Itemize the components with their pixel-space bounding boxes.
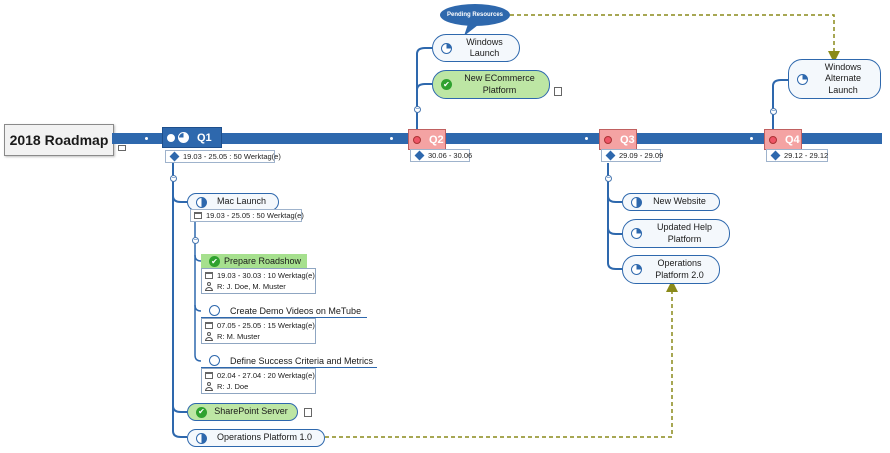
timeline-bar — [112, 133, 882, 144]
mac-launch-date: 19.03 - 25.05 : 50 Werktag(e) — [190, 209, 304, 222]
topic-new-ecommerce-platform[interactable]: ✔ New ECommerce Platform — [432, 70, 550, 99]
progress-icon — [209, 355, 220, 366]
topic-new-website[interactable]: New Website — [622, 193, 720, 211]
topic-operations-platform-2[interactable]: Operations Platform 2.0 — [622, 255, 720, 284]
milestone-diamond-icon — [605, 150, 616, 161]
calendar-icon — [205, 272, 213, 279]
task-details: 19.03 - 30.03 : 10 Werktag(e) R: J. Doe,… — [201, 268, 316, 294]
q2-date: 30.06 - 30.06 — [410, 149, 472, 162]
milestone-diamond-icon — [770, 150, 781, 161]
milestone-icon — [167, 133, 175, 142]
checkmark-icon: ✔ — [196, 406, 207, 418]
quarter-q1[interactable]: Q1 — [162, 127, 222, 148]
calendar-icon — [205, 322, 213, 329]
resource-icon — [205, 282, 213, 291]
milestone-diamond-icon — [169, 151, 180, 162]
timeline-dot — [145, 137, 148, 140]
q1-branch-ops1 — [172, 406, 187, 438]
task-create-demo-videos[interactable]: Create Demo Videos on MeTube — [201, 304, 367, 318]
progress-icon — [631, 228, 642, 239]
q2-branch-windows — [416, 47, 432, 133]
topic-updated-help-platform[interactable]: Updated Help Platform — [622, 219, 730, 248]
q1-branch-sharepoint — [172, 196, 187, 413]
progress-icon — [631, 264, 642, 275]
q1-branch-mac — [172, 163, 187, 203]
task-prepare-roadshow[interactable]: ✔ Prepare Roadshow — [201, 254, 307, 268]
topic-windows-launch[interactable]: Windows Launch — [432, 34, 520, 62]
quarter-q4[interactable]: Q4 — [764, 129, 802, 150]
collapse-toggle[interactable]: − — [605, 175, 612, 182]
progress-icon — [631, 196, 642, 208]
topic-sharepoint-server[interactable]: ✔ SharePoint Server — [187, 403, 298, 421]
task-define-success-criteria[interactable]: Define Success Criteria and Metrics — [201, 354, 377, 368]
milestone-icon — [413, 135, 421, 144]
progress-icon — [196, 196, 207, 208]
quarter-q2[interactable]: Q2 — [408, 129, 446, 150]
relation-pending-to-alternate — [510, 14, 840, 63]
task-details: 02.04 - 27.04 : 20 Werktag(e) R: J. Doe — [201, 368, 316, 394]
q2-branch-ecommerce — [416, 83, 432, 110]
resource-icon — [205, 382, 213, 391]
collapse-toggle[interactable]: − — [414, 106, 421, 113]
resource-icon — [205, 332, 213, 341]
central-topic[interactable]: 2018 Roadmap — [4, 124, 114, 156]
relation-ops1-to-ops2 — [325, 280, 678, 438]
progress-icon — [209, 305, 220, 316]
topic-operations-platform-1[interactable]: Operations Platform 1.0 — [187, 429, 325, 447]
calendar-icon — [194, 212, 202, 219]
milestone-icon — [769, 135, 777, 144]
q4-date: 29.12 - 29.12 — [766, 149, 828, 162]
collapse-toggle[interactable]: − — [770, 108, 777, 115]
progress-icon — [441, 42, 452, 54]
map-icon — [118, 145, 126, 151]
collapse-toggle[interactable]: − — [170, 175, 177, 182]
milestone-icon — [604, 135, 612, 144]
timeline-dot — [390, 137, 393, 140]
note-icon — [304, 408, 312, 417]
progress-icon — [178, 132, 189, 143]
checkmark-icon: ✔ — [209, 255, 220, 267]
q3-branch-ops2 — [607, 228, 622, 270]
quarter-q3[interactable]: Q3 — [599, 129, 637, 150]
collapse-toggle[interactable]: − — [192, 237, 199, 244]
calendar-icon — [205, 372, 213, 379]
q3-branch-website — [607, 163, 622, 203]
pending-resources-callout[interactable]: Pending Resources — [440, 4, 510, 26]
topic-windows-alternate-launch[interactable]: Windows Alternate Launch — [788, 59, 881, 99]
timeline-dot — [585, 137, 588, 140]
checkmark-icon: ✔ — [441, 79, 452, 90]
milestone-diamond-icon — [414, 150, 425, 161]
q4-branch — [772, 79, 788, 133]
progress-icon — [196, 432, 207, 444]
note-icon — [554, 87, 562, 96]
q3-date: 29.09 - 29.09 — [601, 149, 663, 162]
q1-date: 19.03 - 25.05 : 50 Werktag(e) — [165, 150, 281, 163]
timeline-dot — [750, 137, 753, 140]
progress-icon — [797, 73, 808, 85]
task-details: 07.05 - 25.05 : 15 Werktag(e) R: M. Must… — [201, 318, 316, 344]
